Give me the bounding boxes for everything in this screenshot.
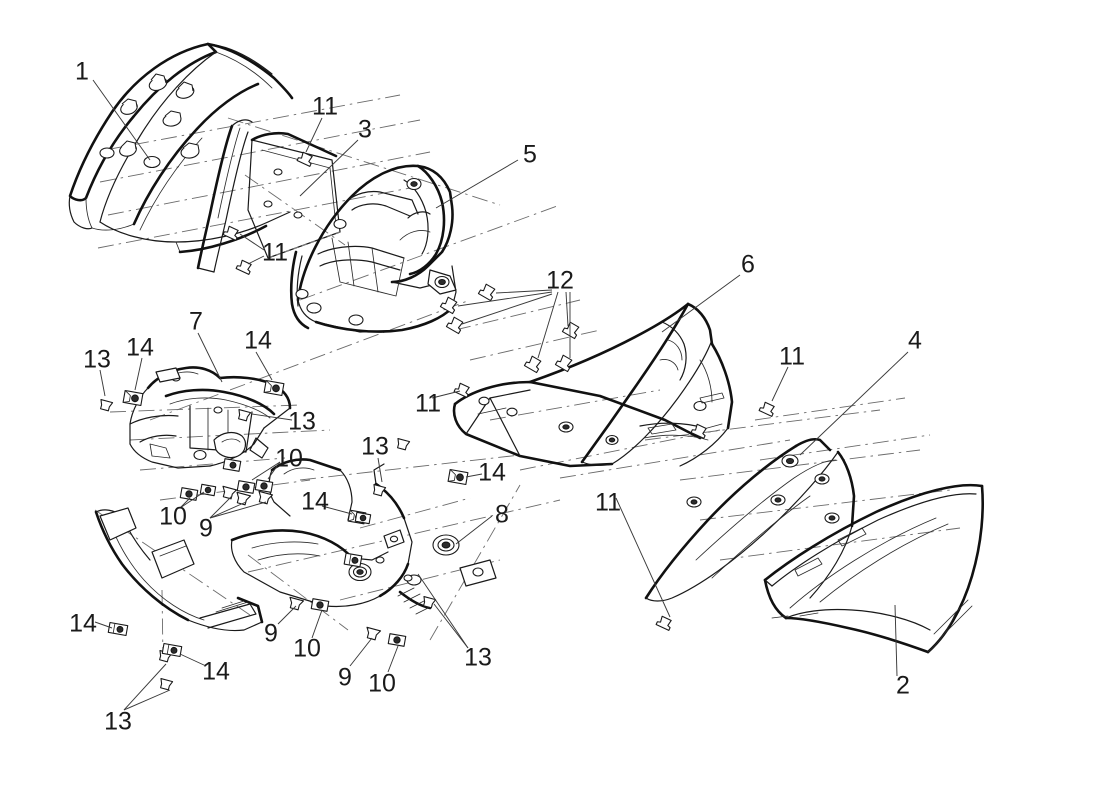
callout-14-e[interactable]: 14 [69,609,97,638]
callout-14-c[interactable]: 14 [478,458,506,487]
callout-13-c[interactable]: 13 [361,432,389,461]
callout-11-b[interactable]: 11 [262,238,288,267]
part-3-inner-panel [196,119,341,273]
callout-2[interactable]: 2 [896,671,910,700]
callout-11-a[interactable]: 11 [312,92,338,121]
callout-14-b[interactable]: 14 [244,326,272,355]
callout-11-d[interactable]: 11 [415,389,441,418]
callout-5[interactable]: 5 [523,140,537,169]
callout-9-c[interactable]: 9 [338,663,352,692]
part-1-windscreen [68,42,294,254]
callout-9-a[interactable]: 9 [199,514,213,543]
leader-lines [92,79,909,711]
callout-10-b[interactable]: 10 [159,502,187,531]
windscreen-clip [148,73,168,91]
callout-1[interactable]: 1 [75,57,89,86]
callout-14-f[interactable]: 14 [202,657,230,686]
callout-10-a[interactable]: 10 [275,444,303,473]
callout-10-c[interactable]: 10 [293,634,321,663]
part-8-side-bracket [230,458,497,615]
callout-12[interactable]: 12 [546,266,574,295]
callout-7[interactable]: 7 [189,307,203,336]
callout-11-c[interactable]: 11 [779,342,805,371]
part-7-instrument-cover [129,366,292,469]
callout-11-e[interactable]: 11 [595,488,621,517]
callout-13-b[interactable]: 13 [288,407,316,436]
callout-13-a[interactable]: 13 [83,345,111,374]
part-6-air-duct-panel [452,302,734,468]
fasteners-9-10 [179,479,407,647]
callout-10-d[interactable]: 10 [368,669,396,698]
callout-14-a[interactable]: 14 [126,333,154,362]
part-4-upper-side-fairing [644,437,867,602]
part-2-lower-side-fairing [763,483,984,654]
callout-4[interactable]: 4 [908,326,922,355]
fasteners-12 [439,283,580,374]
callout-3[interactable]: 3 [358,115,372,144]
part-5-headlight-support [289,164,457,333]
callout-9-b[interactable]: 9 [264,619,278,648]
callout-8[interactable]: 8 [495,500,509,529]
callout-14-d[interactable]: 14 [301,487,329,516]
callout-6[interactable]: 6 [741,250,755,279]
callout-13-e[interactable]: 13 [104,707,132,736]
callout-13-d[interactable]: 13 [464,643,492,672]
fasteners-11 [222,151,775,631]
part-lower-left-scoop [94,507,264,632]
